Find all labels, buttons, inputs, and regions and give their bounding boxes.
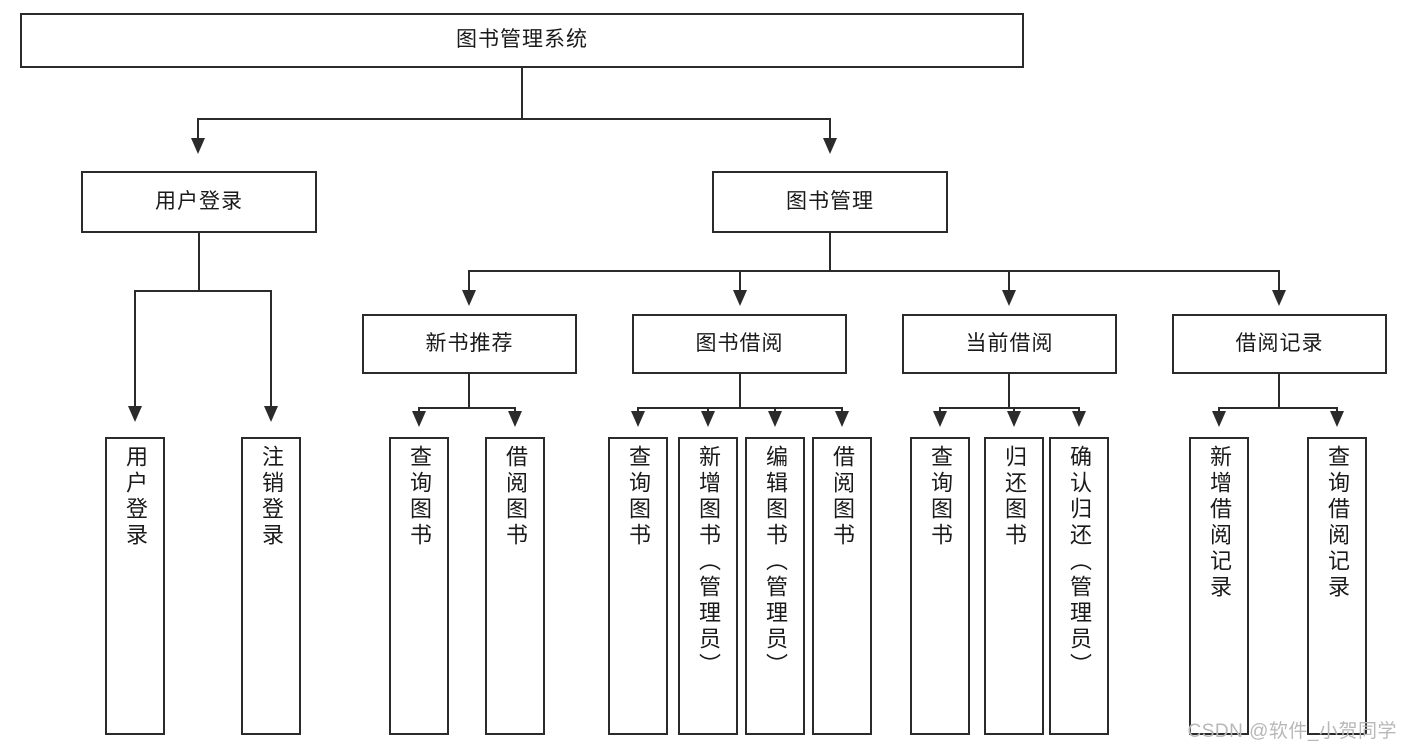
node-label: 归还图书 <box>1002 445 1027 549</box>
arrow-current-to-leaf1 <box>1007 411 1021 427</box>
edge-bookmgmt-stem <box>829 233 831 270</box>
arrow-borrow-to-leaf0 <box>631 411 645 427</box>
leaf-borrow-add-book-admin[interactable]: 新增图书（管理员） <box>678 437 738 735</box>
arrow-root-to-login <box>191 138 205 154</box>
arrow-bookmgmt-to-borrow <box>733 290 747 306</box>
edge-newbook-stem <box>468 374 470 407</box>
node-label: 查询借阅记录 <box>1325 445 1350 601</box>
arrow-root-to-bookmgmt <box>823 138 837 154</box>
leaf-current-confirm-return-admin[interactable]: 确认归还（管理员） <box>1049 437 1109 735</box>
edge-borrow-to-leaf3 <box>841 407 843 413</box>
arrow-records-to-leaf0 <box>1212 411 1226 427</box>
leaf-records-add[interactable]: 新增借阅记录 <box>1189 437 1249 735</box>
node-label: 借阅图书 <box>830 445 855 549</box>
node-label: 注销登录 <box>259 445 284 549</box>
leaf-newbook-query[interactable]: 查询图书 <box>389 437 449 735</box>
leaf-newbook-borrow[interactable]: 借阅图书 <box>485 437 545 735</box>
node-user-login[interactable]: 用户登录 <box>81 171 317 233</box>
edge-bookmgmt-to-current <box>1008 270 1010 292</box>
node-label: 图书借阅 <box>695 331 784 355</box>
leaf-records-query[interactable]: 查询借阅记录 <box>1307 437 1367 735</box>
edge-current-to-leaf2 <box>1078 407 1080 413</box>
edge-bookmgmt-to-newbook <box>468 270 470 292</box>
edge-current-stem <box>1008 374 1010 407</box>
arrow-current-to-leaf0 <box>933 411 947 427</box>
edge-login-bus <box>134 290 272 292</box>
node-label: 查询图书 <box>626 445 651 549</box>
arrow-login-to-leaf1 <box>264 406 278 422</box>
arrow-newbook-to-leaf0 <box>412 411 426 427</box>
leaf-borrow-query[interactable]: 查询图书 <box>608 437 668 735</box>
node-current-borrow[interactable]: 当前借阅 <box>902 314 1117 374</box>
node-label: 借阅记录 <box>1235 331 1324 355</box>
edge-records-bus <box>1218 407 1338 409</box>
edge-newbook-bus <box>418 407 516 409</box>
node-label: 新增借阅记录 <box>1207 445 1232 601</box>
leaf-borrow-borrow-book[interactable]: 借阅图书 <box>812 437 872 735</box>
arrow-borrow-to-leaf1 <box>701 411 715 427</box>
node-label: 用户登录 <box>155 189 243 213</box>
arrow-bookmgmt-to-newbook <box>462 290 476 306</box>
arrow-bookmgmt-to-current <box>1002 290 1016 306</box>
edge-borrow-to-leaf2 <box>774 407 776 413</box>
edge-borrow-bus <box>637 407 843 409</box>
node-label: 图书管理系统 <box>456 28 588 52</box>
edge-root-bus <box>197 118 831 120</box>
node-book-management[interactable]: 图书管理 <box>712 171 948 233</box>
node-label: 查询图书 <box>928 445 953 549</box>
arrow-borrow-to-leaf3 <box>835 411 849 427</box>
edge-records-to-leaf1 <box>1336 407 1338 413</box>
edge-records-stem <box>1278 374 1280 407</box>
arrow-borrow-to-leaf2 <box>768 411 782 427</box>
edge-current-to-leaf1 <box>1013 407 1015 413</box>
edge-current-bus <box>939 407 1080 409</box>
edge-borrow-stem <box>739 374 741 407</box>
csdn-watermark: CSDN @软件_小贺同学 <box>1187 721 1397 742</box>
node-label: 新增图书（管理员） <box>696 445 721 679</box>
edge-root-to-login <box>197 118 199 140</box>
node-label: 编辑图书（管理员） <box>763 445 788 679</box>
edge-login-to-leaf1 <box>270 290 272 408</box>
node-label: 确认归还（管理员） <box>1067 445 1092 679</box>
arrow-current-to-leaf2 <box>1072 411 1086 427</box>
edge-bookmgmt-to-records <box>1278 270 1280 292</box>
node-label: 用户登录 <box>123 445 148 549</box>
node-new-book-recommend[interactable]: 新书推荐 <box>362 314 577 374</box>
edge-bookmgmt-to-borrow <box>739 270 741 292</box>
arrow-newbook-to-leaf1 <box>508 411 522 427</box>
edge-borrow-to-leaf1 <box>707 407 709 413</box>
edge-bookmgmt-bus <box>468 270 1280 272</box>
edge-root-to-bookmgmt <box>829 118 831 140</box>
edge-newbook-to-leaf1 <box>514 407 516 413</box>
node-label: 当前借阅 <box>965 331 1054 355</box>
arrow-login-to-leaf0 <box>128 406 142 422</box>
node-label: 借阅图书 <box>503 445 528 549</box>
leaf-current-return[interactable]: 归还图书 <box>984 437 1044 735</box>
node-book-borrow[interactable]: 图书借阅 <box>632 314 847 374</box>
leaf-user-login-logout[interactable]: 注销登录 <box>241 437 301 735</box>
node-label: 查询图书 <box>407 445 432 549</box>
leaf-borrow-edit-book-admin[interactable]: 编辑图书（管理员） <box>745 437 805 735</box>
node-root-system[interactable]: 图书管理系统 <box>20 13 1024 68</box>
node-label: 图书管理 <box>786 189 874 213</box>
edge-current-to-leaf0 <box>939 407 941 413</box>
edge-newbook-to-leaf0 <box>418 407 420 413</box>
leaf-current-query[interactable]: 查询图书 <box>910 437 970 735</box>
arrow-bookmgmt-to-records <box>1272 290 1286 306</box>
node-label: 新书推荐 <box>425 331 514 355</box>
arrow-records-to-leaf1 <box>1330 411 1344 427</box>
edge-root-stem <box>521 68 523 118</box>
edge-login-stem <box>198 233 200 290</box>
edge-records-to-leaf0 <box>1218 407 1220 413</box>
node-borrow-records[interactable]: 借阅记录 <box>1172 314 1387 374</box>
edge-login-to-leaf0 <box>134 290 136 408</box>
leaf-user-login-login[interactable]: 用户登录 <box>105 437 165 735</box>
edge-borrow-to-leaf0 <box>637 407 639 413</box>
